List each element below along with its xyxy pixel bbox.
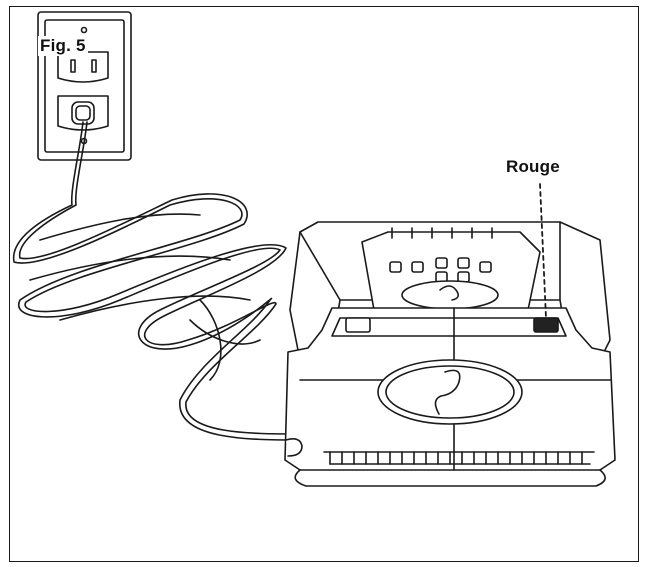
power-cord <box>12 121 301 441</box>
figure-label: Fig. 5 <box>38 36 88 56</box>
vent-grille <box>323 451 595 465</box>
rouge-callout-label: Rouge <box>506 157 560 176</box>
rouge-leader-line <box>539 183 547 319</box>
charger-body <box>284 221 616 487</box>
